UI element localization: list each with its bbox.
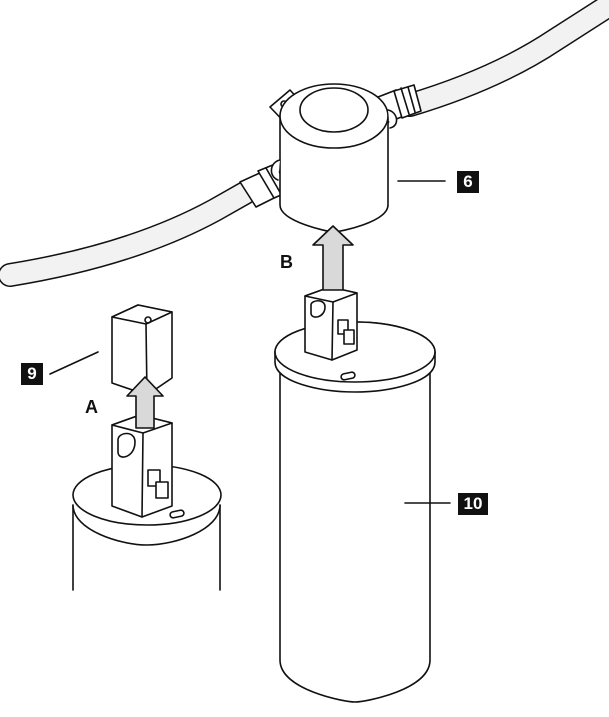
callout-cartridge: 10 — [458, 493, 488, 515]
step-label-a: A — [85, 397, 98, 417]
callout-cap: 9 — [21, 363, 43, 385]
cartridge — [274, 286, 436, 703]
cartridge-left — [72, 414, 222, 591]
callout-housing: 6 — [457, 171, 479, 193]
filter-head — [269, 83, 398, 233]
leader-line-cap — [49, 351, 99, 375]
arrow-up-b — [312, 225, 354, 291]
hose-right — [377, 0, 609, 124]
arrow-up-a — [126, 376, 164, 429]
hose-left — [0, 151, 313, 287]
step-label-b: B — [280, 252, 293, 272]
